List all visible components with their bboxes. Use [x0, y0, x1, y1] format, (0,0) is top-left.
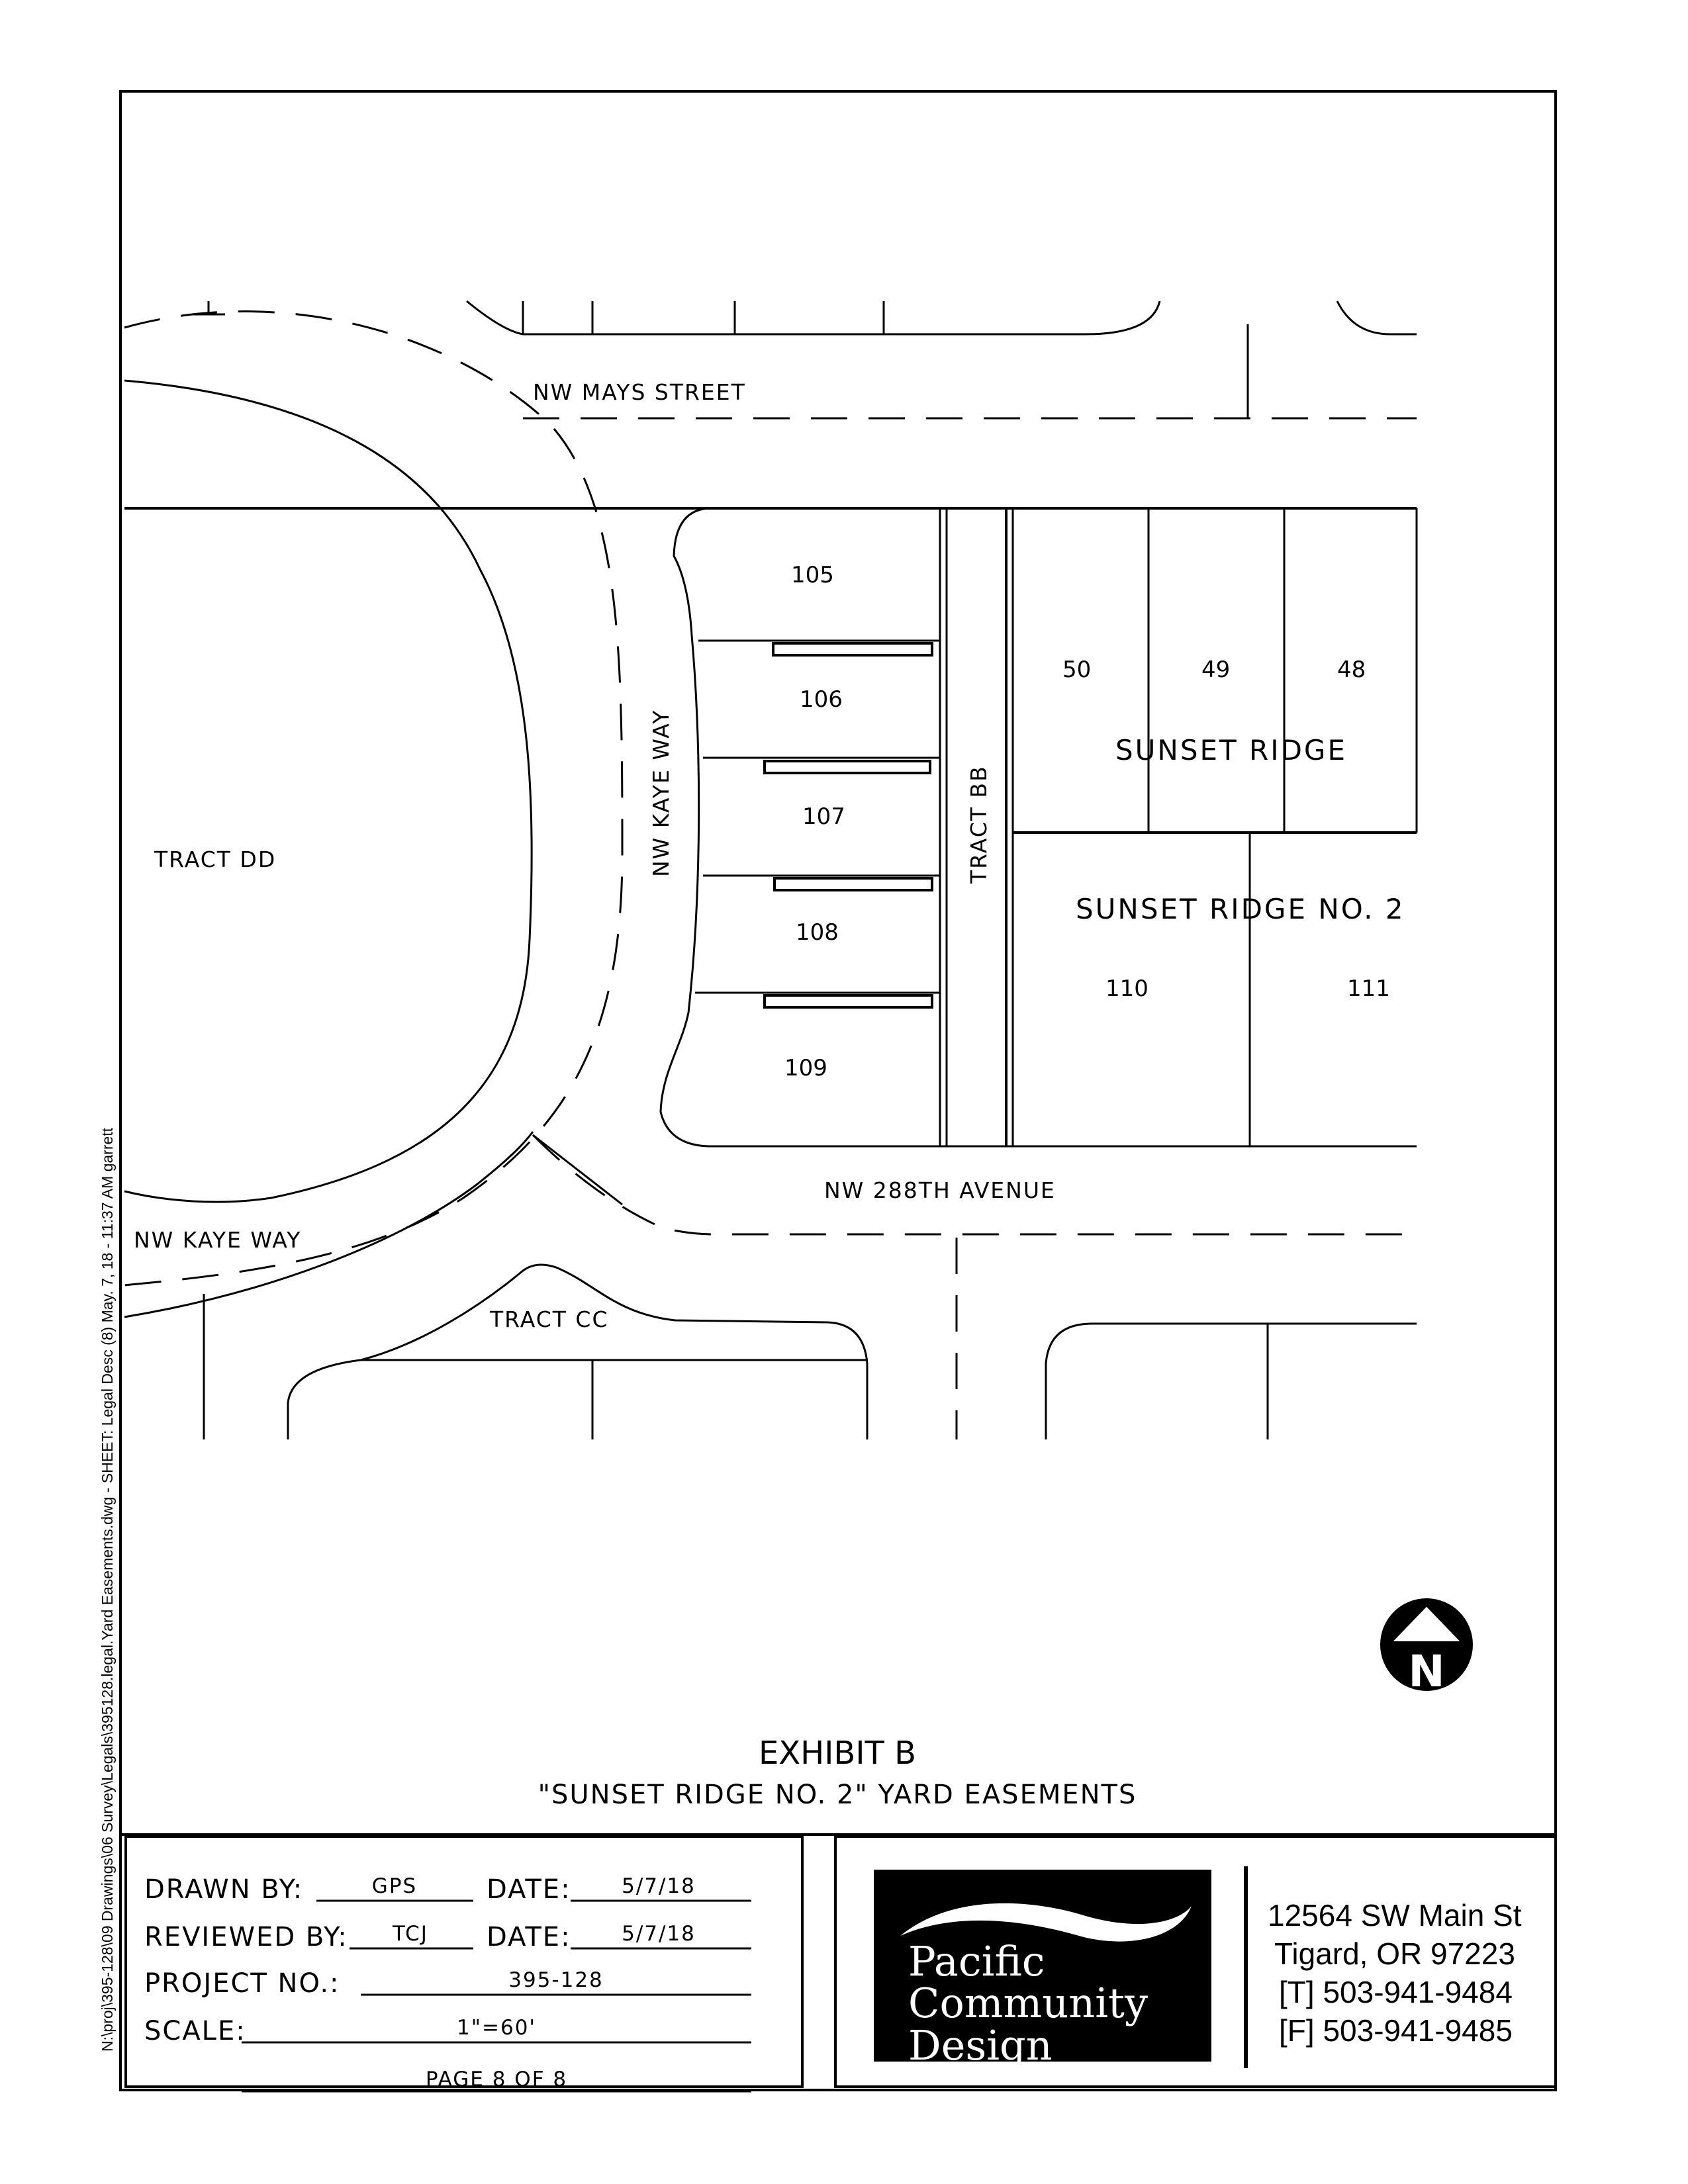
- label-lot-111: 111: [1347, 976, 1390, 1002]
- label-lot-48: 48: [1337, 657, 1366, 683]
- label-nw-kaye-way-vertical: NW KAYE WAY: [648, 709, 674, 877]
- tract-dd-edge: [124, 379, 533, 1203]
- svg-text:Community: Community: [908, 1979, 1148, 2027]
- label-lot-109: 109: [784, 1055, 827, 1081]
- label-nw-kaye-way-lower: NW KAYE WAY: [134, 1227, 301, 1253]
- date-label-1: DATE:: [487, 1874, 571, 1905]
- label-lot-110: 110: [1105, 976, 1149, 1002]
- yard-easement-109: [763, 994, 933, 1009]
- fax-number: [F] 503-941-9485: [1279, 2013, 1513, 2048]
- label-tract-dd: TRACT DD: [154, 846, 276, 872]
- label-lot-108: 108: [796, 919, 839, 946]
- exhibit-subtitle: "SUNSET RIDGE NO. 2" YARD EASEMENTS: [538, 1780, 1137, 1810]
- north-lots-line: [466, 300, 1161, 336]
- title-block-left-box: [124, 1835, 804, 2088]
- kaye-way-east-edge: [659, 507, 718, 1148]
- scale-label: SCALE:: [144, 2016, 246, 2046]
- svg-text:Pacific: Pacific: [908, 1937, 1045, 1985]
- address-line-2: Tigard, OR 97223: [1274, 1936, 1515, 1971]
- wave-icon: [900, 1903, 1192, 1942]
- phone-number: [T] 503-941-9484: [1279, 1975, 1513, 2009]
- file-path-note: N:\proj\395-128\09 Drawings\06 Survey\Le…: [99, 1127, 116, 2052]
- label-lot-49: 49: [1201, 657, 1230, 683]
- project-no-label: PROJECT NO.:: [144, 1968, 340, 1999]
- date-value-1: 5/7/18: [622, 1874, 696, 1898]
- address-line-1: 12564 SW Main St: [1268, 1898, 1522, 1933]
- label-tract-cc: TRACT CC: [489, 1306, 609, 1332]
- svg-text:Design: Design: [908, 2021, 1053, 2070]
- north-arrow-icon: N: [1380, 1598, 1473, 1697]
- scale-value: 1"=60': [457, 2016, 536, 2040]
- drawn-by-label: DRAWN BY:: [144, 1874, 303, 1905]
- svg-text:N: N: [1408, 1646, 1444, 1697]
- exhibit-title: EXHIBIT B: [759, 1735, 916, 1772]
- map-linework: [124, 300, 1418, 1439]
- label-sunset-ridge-no-2: SUNSET RIDGE NO. 2: [1076, 893, 1405, 925]
- label-lot-50: 50: [1062, 657, 1091, 683]
- kaye-way-outer-edge: [124, 1131, 534, 1318]
- label-lot-107: 107: [802, 803, 845, 830]
- drawn-by-value: GPS: [372, 1874, 417, 1898]
- company-logo: Pacific Community Design: [874, 1870, 1211, 2070]
- avenue-288th-centerline: [532, 1134, 1417, 1236]
- label-lot-106: 106: [800, 686, 843, 713]
- title-block-right-box: [834, 1835, 1557, 2088]
- sheet-border: [119, 90, 1557, 2091]
- label-nw-mays-street: NW MAYS STREET: [533, 379, 746, 405]
- date-value-2: 5/7/18: [622, 1922, 696, 1946]
- project-no-value: 395-128: [508, 1968, 604, 1992]
- date-label-2: DATE:: [487, 1922, 571, 1952]
- label-sunset-ridge: SUNSET RIDGE: [1115, 734, 1347, 766]
- reviewed-by-label: REVIEWED BY:: [144, 1922, 348, 1952]
- tract-cc-edge: [360, 1263, 868, 1439]
- label-nw-288th-avenue: NW 288TH AVENUE: [824, 1177, 1056, 1203]
- page-number: PAGE 8 OF 8: [426, 2068, 567, 2091]
- label-tract-bb: TRACT BB: [966, 765, 992, 884]
- reviewed-by-value: TCJ: [392, 1922, 428, 1946]
- yard-easement-108: [773, 877, 933, 891]
- yard-easement-107: [763, 760, 931, 774]
- yard-easement-106: [772, 642, 933, 657]
- label-lot-105: 105: [791, 562, 834, 588]
- kaye-way-centerline: [124, 310, 624, 1287]
